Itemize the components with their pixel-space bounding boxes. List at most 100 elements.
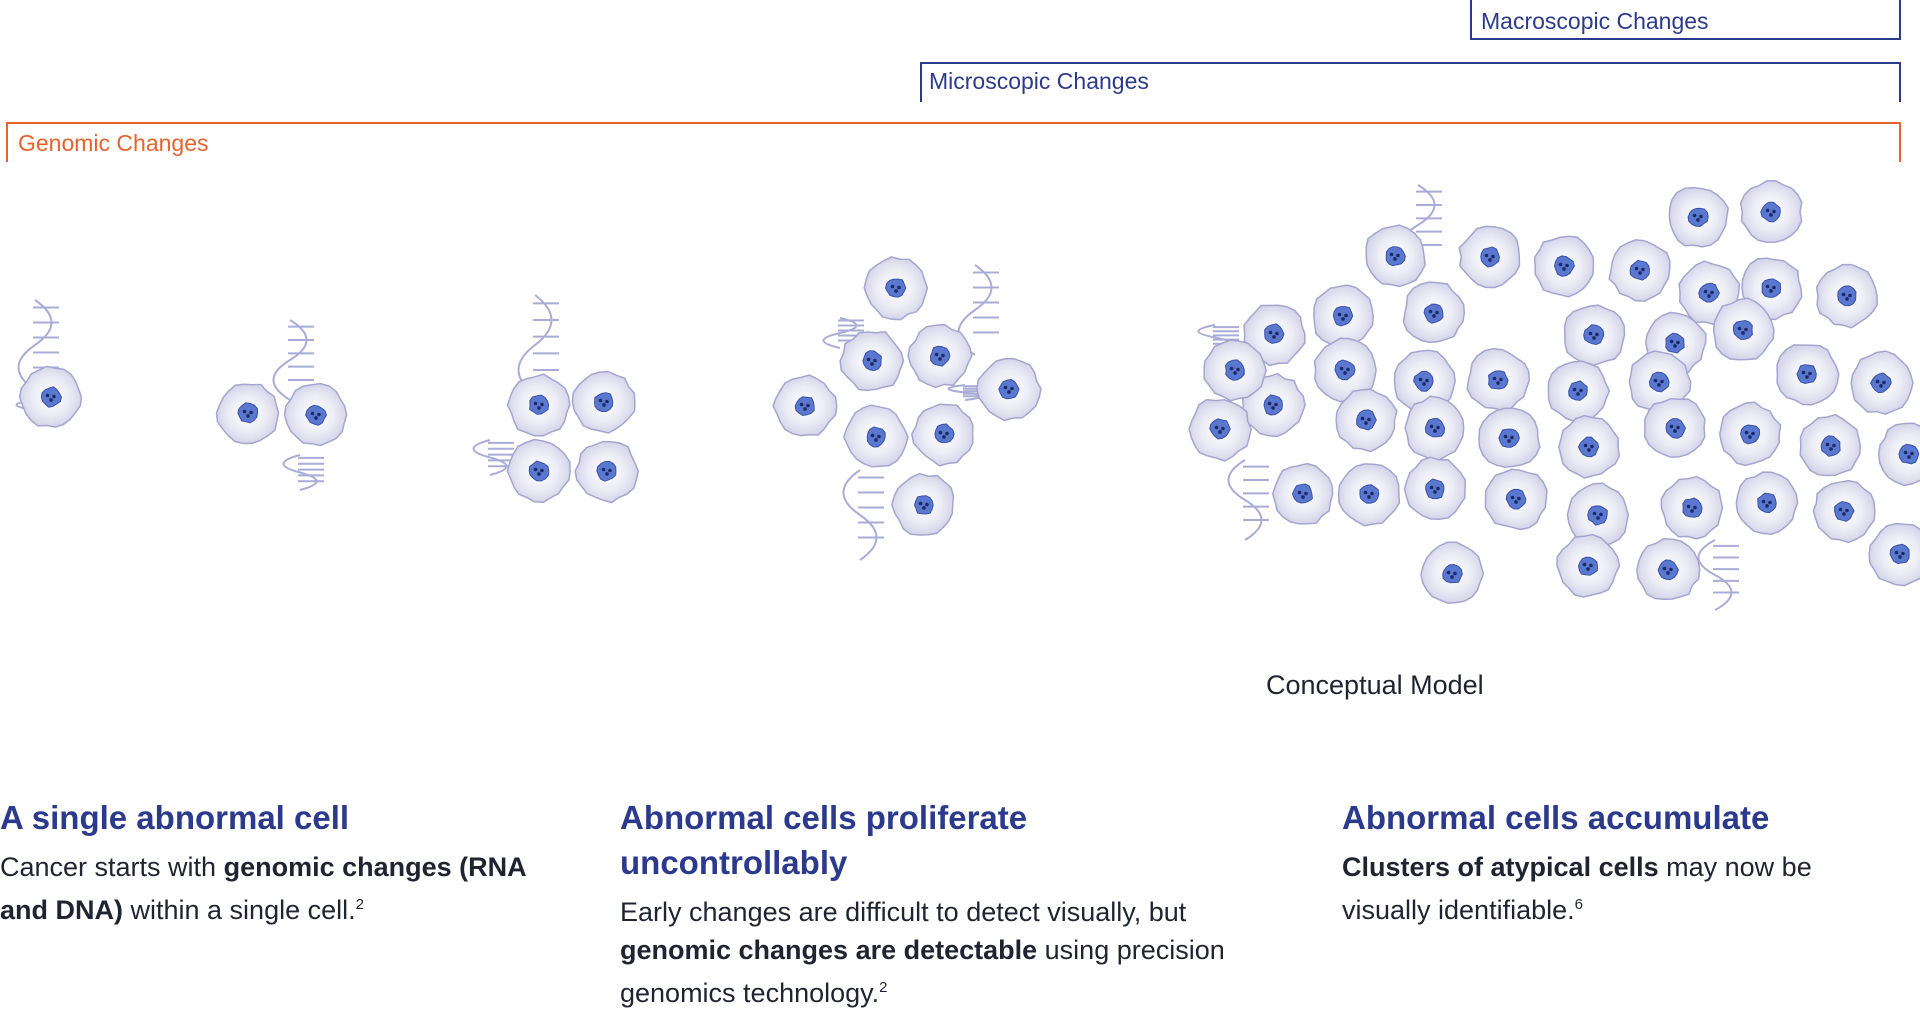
cell-nucleus	[1577, 556, 1598, 576]
cell-nucleus	[1577, 436, 1600, 458]
diagram-caption: Conceptual Model	[1266, 670, 1484, 700]
cell	[1337, 463, 1401, 527]
genomic-label: Genomic Changes	[18, 130, 209, 156]
cell	[1799, 413, 1862, 477]
cell	[1484, 468, 1548, 531]
cell-nucleus	[1224, 359, 1245, 381]
cell-nucleus	[1898, 443, 1920, 465]
cell	[1313, 337, 1377, 403]
cell-nucleus	[1359, 484, 1380, 504]
cell-nucleus	[1263, 394, 1283, 416]
cell	[571, 370, 636, 434]
dna-strand-icon	[842, 469, 884, 561]
stage-1-text-run: 2	[355, 896, 364, 913]
cell-nucleus	[1648, 371, 1670, 393]
cell	[1776, 344, 1840, 406]
cell	[891, 472, 955, 536]
cell-nucleus	[1665, 332, 1685, 354]
cell-nucleus	[913, 495, 934, 515]
cell-nucleus	[1682, 497, 1703, 518]
cell	[1420, 541, 1485, 604]
cell	[574, 440, 639, 504]
cell-nucleus	[794, 396, 815, 417]
cell	[839, 331, 905, 392]
cell-nucleus	[1837, 285, 1857, 307]
cell	[1402, 281, 1466, 344]
stage-2-text-run: genomic changes are detectable	[620, 935, 1038, 965]
cell-nucleus	[1480, 246, 1500, 268]
cell	[1533, 235, 1595, 298]
cell-nucleus	[1665, 418, 1687, 439]
cell-nucleus	[1356, 409, 1377, 431]
cell-nucleus	[998, 378, 1020, 400]
cell-nucleus	[1264, 323, 1285, 344]
macroscopic-bracket	[1470, 0, 1901, 40]
stage-2-column: Abnormal cells proliferate uncontrollabl…	[620, 795, 1230, 1012]
cell-nucleus	[305, 404, 328, 426]
dna-strand-icon	[282, 454, 324, 491]
cell	[506, 373, 571, 437]
cell-nucleus	[596, 460, 617, 482]
cell	[1735, 471, 1799, 535]
cell-nucleus	[1583, 324, 1605, 346]
cell-nucleus	[40, 386, 62, 408]
cell	[1644, 397, 1706, 459]
stage-2-text: Early changes are difficult to detect vi…	[620, 893, 1230, 1012]
cell-nucleus	[529, 394, 550, 415]
stage-2-heading: Abnormal cells proliferate uncontrollabl…	[620, 799, 1028, 881]
cell-progression-diagram	[15, 179, 1920, 611]
cell-nucleus	[1587, 505, 1608, 526]
cell	[1636, 538, 1701, 601]
cell	[1868, 522, 1920, 587]
cell-nucleus	[1291, 483, 1313, 504]
cell	[1188, 398, 1252, 462]
cell-nucleus	[1732, 319, 1753, 341]
cell	[506, 438, 571, 504]
cell	[911, 403, 974, 467]
cell-nucleus	[1870, 372, 1892, 394]
cell	[1203, 339, 1267, 402]
dna-strand-icon	[17, 299, 59, 391]
cell-nucleus	[1568, 380, 1588, 401]
cell-nucleus	[528, 460, 550, 482]
cell	[1335, 388, 1398, 453]
dna-strand-icon	[1227, 459, 1269, 541]
cell	[215, 383, 280, 445]
cell-nucleus	[930, 345, 951, 367]
cell	[283, 382, 348, 447]
cell-nucleus	[1334, 359, 1356, 381]
stage-3-text-run: 6	[1574, 896, 1583, 913]
dna-strand-icon	[1697, 539, 1739, 611]
cell-nucleus	[1889, 543, 1910, 565]
stage-2-text-run: 2	[879, 979, 888, 996]
cell-nucleus	[1424, 417, 1446, 438]
cell-nucleus	[1505, 488, 1527, 510]
cell-nucleus	[862, 350, 882, 372]
cell-nucleus	[1757, 492, 1777, 514]
cell	[1877, 422, 1920, 487]
cell	[1403, 456, 1467, 520]
cell	[1365, 224, 1426, 288]
stage-2-text-run: Early changes are difficult to detect vi…	[620, 897, 1187, 927]
stage-2-text-run: using precision genomics technology.	[620, 935, 1225, 1008]
cell	[1815, 263, 1878, 329]
stage-1-text-run: genomic changes (RNA and DNA)	[0, 852, 526, 925]
cell	[1712, 297, 1775, 361]
cell-nucleus	[1332, 306, 1354, 327]
cell-nucleus	[1553, 255, 1575, 277]
cell-nucleus	[237, 402, 259, 424]
cell	[976, 357, 1042, 422]
cell-nucleus	[594, 392, 614, 412]
cell	[907, 323, 973, 389]
cell-nucleus	[1796, 364, 1817, 385]
cell	[1608, 239, 1671, 302]
cell	[1243, 304, 1306, 367]
cell-nucleus	[1423, 303, 1444, 324]
cell-nucleus	[1442, 564, 1463, 584]
cell	[1558, 414, 1621, 479]
cell-nucleus	[1629, 259, 1651, 281]
cell	[1404, 395, 1465, 461]
macroscopic-label: Macroscopic Changes	[1481, 8, 1709, 34]
cell-nucleus	[1487, 370, 1509, 390]
cell-nucleus	[1820, 435, 1841, 457]
